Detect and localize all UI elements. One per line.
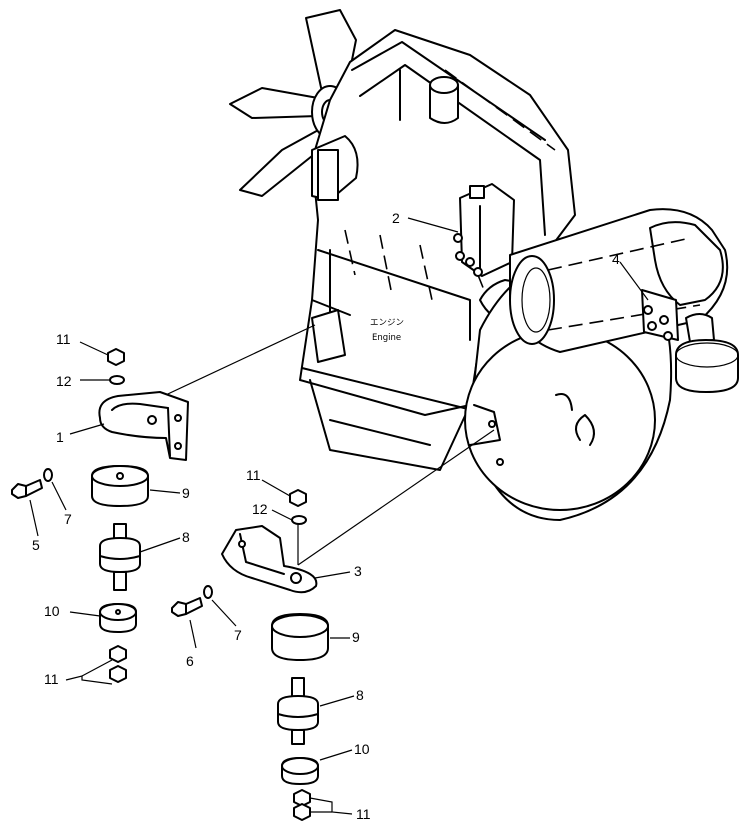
nut-11-lower-left-1 <box>109 645 127 663</box>
callout-2: 2 <box>392 210 400 226</box>
callout-8-right: 8 <box>356 687 364 703</box>
engine-assembly: エンジン Engine <box>229 9 739 521</box>
oil-filler-cap <box>429 76 459 124</box>
assembly-line-left <box>154 324 316 401</box>
cushion-9-left <box>91 465 149 507</box>
cushion-9-right <box>271 613 329 661</box>
engine-label-english: Engine <box>372 333 401 343</box>
rubber-mount-8-right <box>277 677 319 745</box>
assembly-line-right <box>297 429 495 566</box>
washer-7-right <box>203 585 213 599</box>
stopper-10-right <box>281 757 319 785</box>
callout-1: 1 <box>56 429 64 445</box>
bracket-3 <box>221 525 318 594</box>
nut-11-upper-left <box>107 348 125 366</box>
callout-11-lower-right: 11 <box>356 806 371 821</box>
callout-8-left: 8 <box>182 529 190 545</box>
callout-11-lower-left: 11 <box>44 671 59 687</box>
nut-11-lower-right-1 <box>293 789 311 807</box>
callout-11-upper-left: 11 <box>56 331 71 347</box>
washer-7-left <box>43 468 53 482</box>
bolt-6 <box>171 597 203 617</box>
washer-12-left <box>109 375 125 385</box>
callout-9-right: 9 <box>352 629 360 645</box>
callout-11-upper-right: 11 <box>246 467 261 483</box>
bolt-5 <box>11 479 43 499</box>
callout-7-left: 7 <box>64 511 72 527</box>
engine-label-japanese: エンジン <box>370 318 404 328</box>
stopper-10-left <box>99 603 137 633</box>
callout-3: 3 <box>354 563 362 579</box>
callout-9-left: 9 <box>182 485 190 501</box>
callout-12-left: 12 <box>56 373 72 389</box>
nut-11-upper-right <box>289 489 307 507</box>
nut-11-lower-left-2 <box>109 665 127 683</box>
callout-12-right: 12 <box>252 501 268 517</box>
bracket-4-on-engine <box>641 289 739 393</box>
callout-10-left: 10 <box>44 603 60 619</box>
callout-6: 6 <box>186 653 194 669</box>
callout-10-right: 10 <box>354 741 370 757</box>
washer-12-right <box>291 515 307 525</box>
bracket-2-on-engine <box>453 183 515 277</box>
rubber-mount-8-left <box>99 523 141 591</box>
right-mount-stack <box>171 489 329 821</box>
left-mount-stack <box>11 348 189 683</box>
leader-lines <box>29 217 649 815</box>
nut-11-lower-right-2 <box>293 803 311 821</box>
callout-5: 5 <box>32 537 40 553</box>
bracket-1 <box>98 391 189 461</box>
callout-7-right: 7 <box>234 627 242 643</box>
callout-4: 4 <box>612 251 620 267</box>
